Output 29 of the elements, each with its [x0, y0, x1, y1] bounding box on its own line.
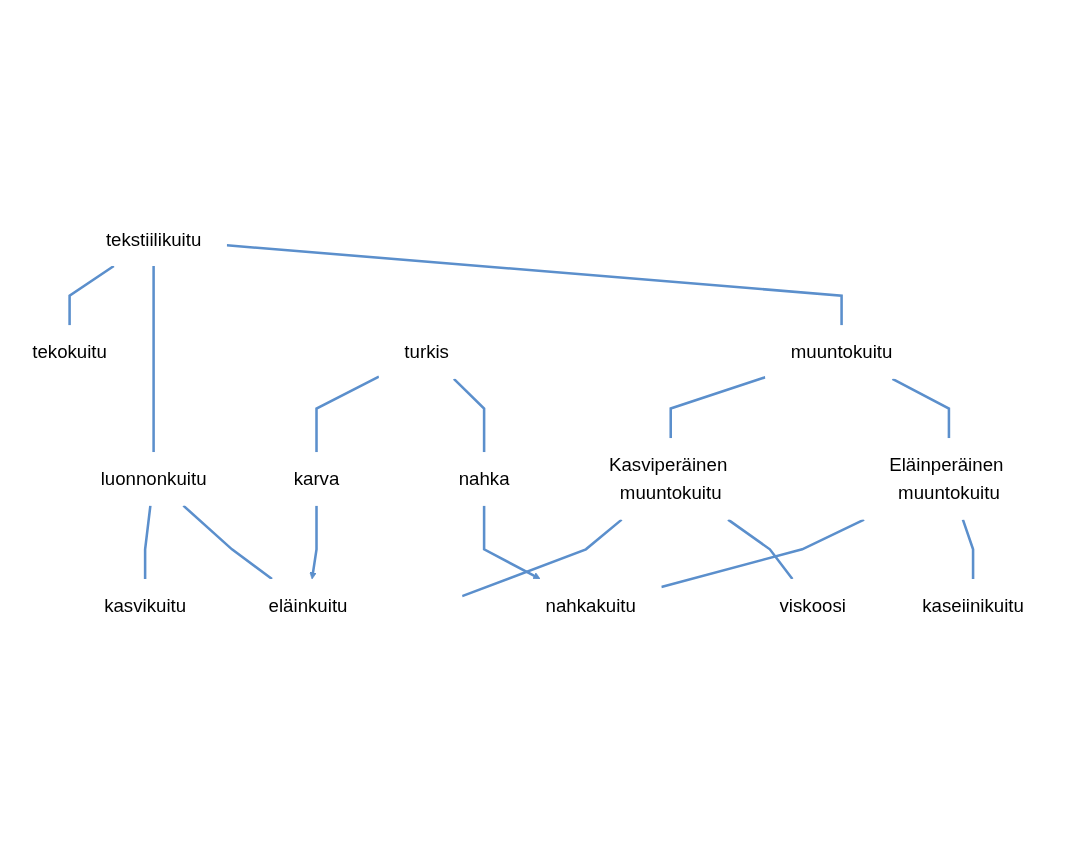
connector: [727, 518, 794, 580]
connector: [315, 375, 380, 453]
node-text: luonnonkuitu: [100, 468, 207, 490]
connector: [461, 518, 623, 598]
arrow: [309, 505, 318, 580]
connector: [661, 518, 865, 589]
connector: [453, 377, 486, 453]
node-text: turkis: [404, 341, 449, 363]
node-text: Eläinperäinen muuntokuitu: [889, 454, 1004, 504]
connector: [68, 264, 115, 326]
node-text: muuntokuitu: [790, 341, 893, 363]
node-text: eläinkuitu: [268, 595, 348, 617]
node-text: kaseiinikuitu: [922, 595, 1024, 617]
connector: [891, 377, 951, 439]
arrow: [482, 505, 541, 580]
node-text: Kasviperäinen muuntokuitu: [608, 454, 728, 504]
connector: [182, 504, 273, 581]
connector: [143, 505, 152, 579]
connector: [152, 266, 155, 453]
node-text: kasvikuitu: [104, 595, 187, 617]
connector: [961, 519, 975, 579]
node-text: nahkakuitu: [545, 595, 636, 617]
connector: [226, 244, 843, 326]
connector: [669, 376, 766, 439]
node-text: viskoosi: [779, 595, 846, 617]
node-text: tekokuitu: [32, 341, 107, 363]
node-text: nahka: [458, 468, 510, 490]
node-text: karva: [293, 468, 340, 490]
node-text: tekstiilikuitu: [105, 228, 202, 250]
